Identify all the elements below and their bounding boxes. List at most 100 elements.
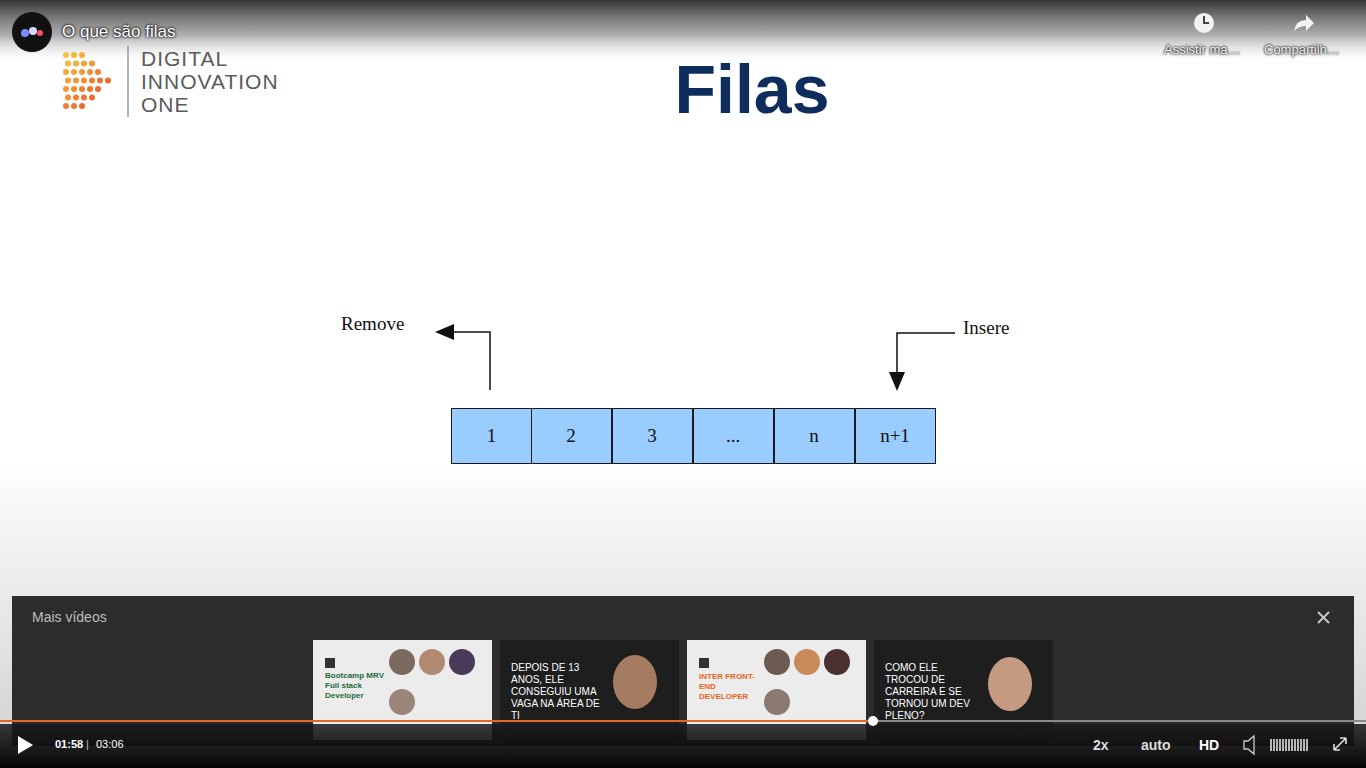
cell-value: n: [809, 425, 819, 447]
face: [988, 657, 1032, 711]
badge: [325, 658, 335, 668]
remove-label: Remove: [341, 313, 404, 336]
volume-bar: [1306, 739, 1307, 751]
logo-dot: [97, 78, 103, 84]
thumbnail-text: DEPOIS DE 13 ANOS, ELE CONSEGUIU UMA VAG…: [511, 662, 607, 722]
volume-bar: [1303, 739, 1304, 751]
share-label: Compartilh…: [1264, 42, 1340, 58]
logo-dot: [65, 61, 71, 67]
avatar-dot: [37, 30, 43, 36]
cell-value: 1: [487, 425, 497, 447]
arrow-head: [889, 372, 905, 391]
face: [613, 655, 657, 709]
avatar-dot: [29, 27, 37, 35]
cell-value: 3: [647, 425, 657, 447]
queue-cell: n: [774, 408, 855, 464]
volume-bar: [1279, 739, 1280, 751]
logo-text: DIGITAL INNOVATION ONE: [141, 47, 306, 116]
logo-dot: [89, 95, 95, 101]
logo-dot: [81, 95, 87, 101]
thumbnail-text: INTER FRONT-END DEVELOPER: [699, 672, 759, 702]
fullscreen-icon: [1334, 738, 1346, 750]
logo-dot: [79, 69, 85, 75]
video-title: O que são filas: [62, 22, 175, 42]
volume-bar: [1300, 739, 1301, 751]
hd-badge: HD: [1199, 737, 1219, 754]
logo-dot: [71, 86, 77, 92]
channel-avatar: [12, 12, 52, 52]
face: [764, 689, 790, 715]
face: [389, 689, 415, 715]
logo-dot: [63, 69, 69, 75]
logo-dot: [73, 61, 79, 67]
share-icon: [1294, 15, 1314, 31]
volume-bar: [1291, 739, 1292, 751]
close-icon: [1318, 612, 1329, 623]
logo-dot: [95, 69, 101, 75]
thumbnail-text: Bootcamp MRV Full stack Developer: [325, 671, 385, 701]
time-separator: |: [86, 738, 89, 751]
face: [389, 649, 415, 675]
volume-bar: [1276, 739, 1277, 751]
logo-dot: [73, 78, 79, 84]
volume-icon: [1244, 736, 1254, 754]
logo-dot: [71, 103, 77, 109]
avatar-dot: [21, 29, 29, 37]
queue-cell: ...: [693, 408, 774, 464]
queue-cell: 2: [531, 408, 612, 464]
queue-cell: 3: [612, 408, 693, 464]
logo-dot: [89, 61, 95, 67]
cell-value: n+1: [880, 425, 910, 447]
progress-knob: [868, 716, 878, 726]
queue-cell: 1: [451, 408, 532, 464]
logo-dot: [95, 86, 101, 92]
logo-dot: [79, 103, 85, 109]
volume-bars: [1271, 739, 1307, 751]
cell-value: 2: [566, 425, 576, 447]
volume-bar: [1288, 739, 1289, 751]
logo-dot: [63, 52, 69, 58]
duration: 03:06: [96, 738, 124, 751]
volume-bar: [1282, 739, 1283, 751]
current-time: 01:58: [55, 738, 83, 751]
arrow-head: [435, 324, 454, 340]
logo-dot: [81, 61, 87, 67]
face: [764, 649, 790, 675]
logo-dot: [65, 95, 71, 101]
logo-divider: [127, 46, 129, 117]
logo-dot: [63, 103, 69, 109]
badge: [699, 658, 709, 668]
more-videos-panel: [12, 596, 1354, 746]
logo-dot: [81, 78, 87, 84]
face: [794, 649, 820, 675]
logo-dot: [65, 78, 71, 84]
face: [419, 649, 445, 675]
slide-shade: [0, 460, 1366, 768]
volume-bar: [1297, 739, 1298, 751]
slide-title: Filas: [675, 55, 830, 123]
logo-dot: [79, 86, 85, 92]
speed-button: 2x: [1093, 737, 1109, 754]
logo-dot: [79, 52, 85, 58]
watch-later: Assistir ma…: [1164, 42, 1241, 58]
logo-dot: [73, 95, 79, 101]
logo-dot: [63, 86, 69, 92]
play-icon: [18, 736, 33, 754]
logo-dot: [71, 52, 77, 58]
logo-dot: [89, 78, 95, 84]
logo-icon: [63, 52, 111, 109]
face: [449, 649, 475, 675]
insert-label: Insere: [963, 317, 1009, 340]
remove-arrow: [452, 332, 490, 390]
progress-track: [0, 720, 1366, 722]
volume-bar: [1270, 739, 1271, 751]
quality-button: auto: [1141, 737, 1171, 754]
logo-dot: [105, 78, 111, 84]
logo-dot: [87, 86, 93, 92]
cell-value: ...: [726, 425, 740, 447]
clock-hands: [1204, 16, 1209, 23]
queue-cell: n+1: [855, 408, 936, 464]
thumbnail-text: COMO ELE TROCOU DE CARREIRA E SE TORNOU …: [885, 662, 977, 722]
